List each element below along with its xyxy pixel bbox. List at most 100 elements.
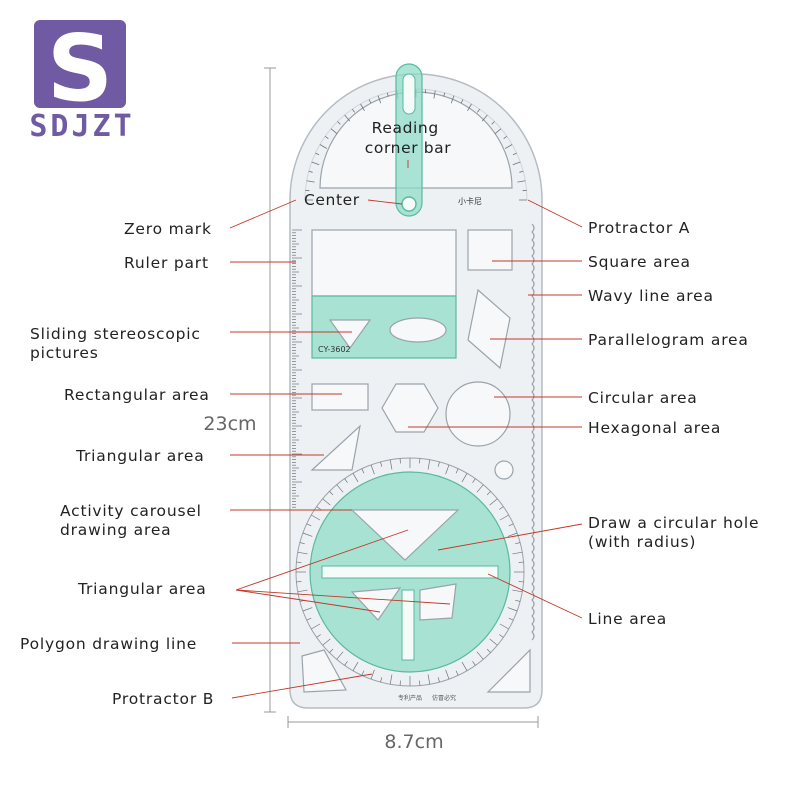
protractor-b-tick [329,648,334,653]
protractor-b-tick [515,542,521,545]
protractor-b-tick [461,473,468,483]
protractor-b-tick [508,617,514,621]
protractor-b-tick [472,478,476,483]
protractor-a-tick [311,161,320,166]
leader-triangular-mid-3 [235,589,451,605]
activity-carousel[interactable] [295,457,525,687]
label-center: Center [304,191,360,209]
center-pivot[interactable] [401,196,417,212]
strip-triangle-cutout [328,319,372,350]
protractor-b-tick [389,459,393,470]
hexagon-cutout [381,383,439,433]
protractor-b-tick [322,498,331,506]
protractor-a-tick [477,108,480,113]
protractor-b-tick [455,468,459,474]
protractor-b-tick [389,674,393,685]
logo-brand-text: SDJZT [29,109,134,144]
circular-hole-line-1: Draw a circular hole [588,514,759,532]
protractor-a-tick [368,99,372,104]
sliding-stereoscopic-strip[interactable]: CY-3602 [311,295,457,359]
label-activity-carousel: Activity carousel drawing area [60,502,208,539]
circle-cutout [445,381,511,447]
protractor-b-tick [472,661,476,666]
protractor-a-tick [503,136,508,139]
small-hole-cutout [494,460,514,480]
small-rectangle-cutout [311,383,369,411]
left-labels: Zero mark Ruler part Sliding stereoscopi… [20,199,451,708]
protractor-a-tick [512,152,517,156]
leader-zero-mark [229,199,297,229]
height-dimension-label: 23cm [203,413,256,435]
protractor-b-tick [306,523,312,527]
protractor-b-tick [476,484,484,493]
protractor-a-tick [330,128,338,135]
brand-mark: 小卡尼 [458,196,482,206]
reading-bar-line-1: Reading [372,119,439,137]
protractor-b-tick [476,651,484,660]
protractor-b-tick [486,491,491,496]
protractor-b-tick [512,589,523,593]
protractor-b-tick [322,638,331,646]
label-hexagonal-area: Hexagonal area [588,419,721,437]
protractor-a-tick [306,180,315,183]
leader-triangular-mid-1 [235,529,409,591]
protractor-b-tick [499,506,504,510]
protractor-b-tick [380,461,383,467]
protractor-a-tick [315,152,320,156]
protractor-a-tick [505,144,513,149]
label-reading-corner-bar: Reading corner bar [365,119,452,157]
protractor-b-scale [296,458,524,686]
bottom-right-cutout [486,648,531,693]
protractor-b-tick [336,651,344,660]
logo-letter: S [47,15,113,122]
label-zero-mark: Zero mark [124,220,212,238]
protractor-b-tick [489,638,498,646]
reading-bar-line-2: corner bar [365,139,452,157]
label-triangular-area-top: Triangular area [75,447,205,465]
protractor-a-tick [344,114,351,122]
protractor-b-tick [486,648,491,653]
protractor-b-tick [499,623,509,630]
protractor-a-tick [494,128,502,135]
protractor-b-tick [299,542,305,545]
width-dimension-label: 8.7cm [384,731,443,753]
protractor-b-tick [352,661,359,671]
carousel-vertical-slot [401,589,415,661]
carousel-line-slot [321,565,499,579]
logo-badge [34,20,126,108]
protractor-a-tick [324,136,329,139]
protractor-a-tick [433,90,436,99]
label-line-area: Line area [588,610,667,628]
protractor-b-tick [380,677,383,683]
protractor-b-tick [489,498,498,506]
protractor-b-tick [370,464,375,475]
triangle-cutout [310,424,361,471]
protractor-b-tick [297,551,308,555]
protractor-a-tick [512,161,521,166]
protractor-b-tick [311,623,321,630]
parallelogram-cutout [467,288,511,370]
protractor-b-tick [344,478,348,483]
protractor-b-tick [508,523,514,527]
carousel-line-1: Activity carousel [60,502,202,520]
protractor-b-tick [427,674,431,685]
protractor-a-tick [308,170,313,173]
protractor-a-tick [360,103,365,111]
leader-center [367,199,403,205]
protractor-b-tick [302,607,313,612]
leader-line-area [487,573,583,619]
protractor-b-tick [344,661,348,666]
carousel-triangle-top [350,509,460,561]
reading-bar-slot [402,73,416,115]
leader-triangular-mid-2 [235,589,381,613]
protractor-b-tick [361,468,365,474]
carousel-line-2: drawing area [60,521,171,539]
sliding-line-2: pictures [30,344,99,362]
protractor-a-tick [481,114,488,122]
rectangle-window [311,229,457,297]
width-dimension: 8.7cm [287,716,539,753]
protractor-b-tick [499,514,509,521]
protractor-a-tick [377,95,382,104]
wavy-edge [531,223,535,641]
